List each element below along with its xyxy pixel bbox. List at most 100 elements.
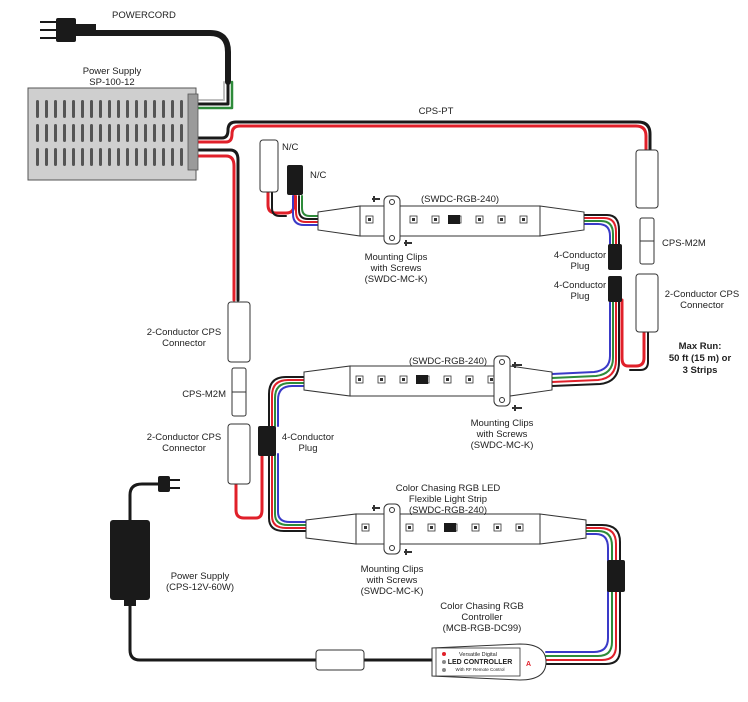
label-strip3-line2: Flexible Light Strip (409, 494, 487, 505)
label-strip2-code: (SWDC-RGB-240) (409, 356, 487, 367)
label-plug-right1-line1: 4-Conductor (554, 250, 606, 261)
led-chip-core (490, 378, 493, 381)
label-cps-m2m-left: CPS-M2M (182, 389, 226, 400)
psu-to-left-connector-red (194, 154, 236, 302)
label-psu-bottom-line2: (CPS-12V-60W) (166, 582, 234, 593)
plug-4c-right-bottom (608, 276, 622, 302)
led-chip-core (434, 218, 437, 221)
strip2-left-black (268, 376, 305, 427)
powercord-wire (92, 30, 231, 85)
controller-face-line2: LED CONTROLLER (448, 659, 513, 666)
psu-terminal-block (187, 93, 199, 171)
psu-vent-slot (108, 148, 111, 166)
psu-vent-slot (45, 124, 48, 142)
psu-vent-slot (162, 148, 165, 166)
left-connector-red-tail (234, 452, 264, 520)
label-maxrun-line3: 3 Strips (683, 365, 718, 376)
led-chip-core (522, 218, 525, 221)
controller-face-line3: With RF Remote Control (455, 667, 504, 672)
clip1-hole-top (389, 199, 395, 205)
led-ic-chip (444, 523, 456, 532)
psu-vent-slot (90, 148, 93, 166)
led-strips (303, 205, 587, 545)
left-down-black (268, 453, 307, 532)
strip2-left-blue (277, 385, 305, 427)
label-plug-right1-line2: Plug (570, 261, 589, 272)
power-supply-top (27, 87, 199, 181)
psu-vent-slot (171, 124, 174, 142)
bottom-psu-strain (124, 598, 136, 606)
psu-vent-slot (45, 100, 48, 118)
label-clips1-line2: with Screws (370, 263, 422, 274)
label-conn-left2-line2: Connector (162, 443, 206, 454)
led-chip-core (500, 218, 503, 221)
led-chip-core (474, 526, 477, 529)
clip3-hole-bottom (389, 545, 395, 551)
led-chip-core (468, 378, 471, 381)
psu-vent-slot (72, 100, 75, 118)
label-plug-right2-line2: Plug (570, 291, 589, 302)
psu-vent-slot (72, 148, 75, 166)
plug-prong-icon (40, 21, 56, 39)
psu-vent-slot (54, 124, 57, 142)
psu-vent-slot (81, 100, 84, 118)
controller-face-line1: Versatile Digital (459, 652, 497, 658)
psu-vent-slot (90, 100, 93, 118)
screw-icon (372, 196, 380, 202)
psu-vent-slot (117, 100, 120, 118)
label-psu-top-line1: Power Supply (83, 66, 142, 77)
plug-4c-left (258, 426, 276, 456)
label-maxrun-line1: Max Run: (679, 341, 722, 352)
label-plug-right2-line1: 4-Conductor (554, 280, 606, 291)
strip3-left-cap (305, 513, 357, 545)
led-chip-core (358, 378, 361, 381)
psu-vent-slot (36, 148, 39, 166)
label-strip1-code: (SWDC-RGB-240) (421, 194, 499, 205)
psu-vent-slot (135, 100, 138, 118)
cps-pt-red-wire (194, 124, 648, 152)
strip1-out-black (583, 214, 620, 247)
label-clips1-line3: (SWDC-MC-K) (365, 274, 428, 285)
psu-vent-slot (81, 148, 84, 166)
clip2-hole-bottom (499, 397, 505, 403)
strip3-out-black (545, 524, 621, 665)
label-cps-pt: CPS-PT (419, 106, 454, 117)
strip3-out-blue (545, 533, 609, 653)
psu-body (27, 87, 197, 181)
strip2-left-cap (303, 365, 351, 397)
right-down-black (551, 301, 620, 387)
clip1-hole-bottom (389, 235, 395, 241)
nc-connector-white (259, 139, 279, 193)
psu-vent-slot (99, 148, 102, 166)
led-chip-core (496, 526, 499, 529)
psu-vent-slot (171, 100, 174, 118)
strip1-in-green (301, 195, 319, 217)
label-maxrun-line2: 50 ft (15 m) or (669, 353, 732, 364)
strip3-out-green (545, 530, 613, 657)
psu-vent-slot (171, 148, 174, 166)
label-plug-left-line2: Plug (298, 443, 317, 454)
bottom-powercord (128, 482, 162, 522)
psu-vent-slot (180, 148, 183, 166)
psu-vent-slot (54, 100, 57, 118)
led-strip-1 (317, 205, 585, 237)
psu-vent-slot (153, 148, 156, 166)
strip2-left-green (274, 382, 305, 427)
led-chip-core (412, 218, 415, 221)
plug-4c-bottom-right (607, 560, 625, 592)
plug-neck (76, 24, 96, 36)
bottom-plug-prong-icon (170, 479, 180, 489)
label-strip3-line1: Color Chasing RGB LED (396, 483, 501, 494)
label-nc-2: N/C (310, 170, 327, 181)
strip1-left-cap (317, 205, 361, 237)
controller-led-gray (442, 668, 446, 672)
psu-vent-slot (117, 124, 120, 142)
label-conn-left2-line1: 2-Conductor CPS (147, 432, 221, 443)
controller-badge: A (526, 661, 531, 668)
rgb-controller: Versatile Digital LED CONTROLLER With RF… (431, 643, 547, 681)
right-down-red (551, 301, 617, 383)
screw-icon (512, 405, 522, 411)
psu-vent-slot (99, 124, 102, 142)
clip3-hole-top (389, 507, 395, 513)
